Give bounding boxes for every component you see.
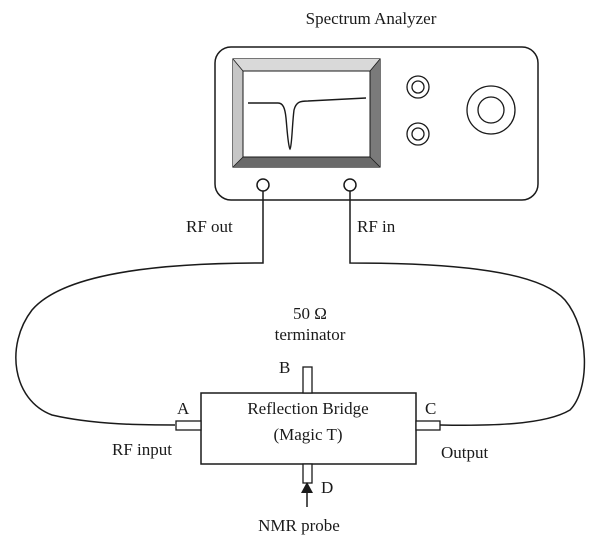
rf-out-cable: [15, 191, 264, 426]
nmr-probe-label: NMR probe: [258, 516, 340, 535]
output-label: Output: [441, 443, 489, 462]
port-a-label: A: [177, 399, 190, 418]
bridge-title: Reflection Bridge: [247, 399, 368, 418]
spectrum-trace: [248, 97, 367, 151]
analyzer-screen: [242, 70, 371, 158]
port-b-stub[interactable]: [302, 366, 313, 394]
rf-input-label: RF input: [112, 440, 172, 459]
port-b-label: B: [279, 358, 290, 377]
reflection-bridge: Reflection Bridge (Magic T): [200, 392, 417, 465]
small-knob-top[interactable]: [406, 75, 430, 99]
port-d-stub[interactable]: [302, 463, 313, 484]
terminator-value-label: 50 Ω: [293, 304, 327, 323]
small-knob-bottom[interactable]: [406, 122, 430, 146]
bridge-subtitle: (Magic T): [273, 425, 342, 444]
rf-in-connector[interactable]: [343, 178, 357, 192]
rf-out-label: RF out: [186, 217, 233, 236]
rf-out-connector[interactable]: [256, 178, 270, 192]
spectrum-analyzer: [214, 46, 539, 201]
port-d-label: D: [321, 478, 333, 497]
spectrum-analyzer-title: Spectrum Analyzer: [306, 9, 437, 28]
rf-in-label: RF in: [357, 217, 396, 236]
port-a-stub[interactable]: [175, 420, 202, 431]
terminator-label: terminator: [275, 325, 346, 344]
port-c-stub[interactable]: [415, 420, 441, 431]
nmr-probe-arrow: [301, 482, 313, 507]
rf-in-cable: [349, 191, 586, 427]
port-c-label: C: [425, 399, 436, 418]
large-knob[interactable]: [466, 85, 516, 135]
